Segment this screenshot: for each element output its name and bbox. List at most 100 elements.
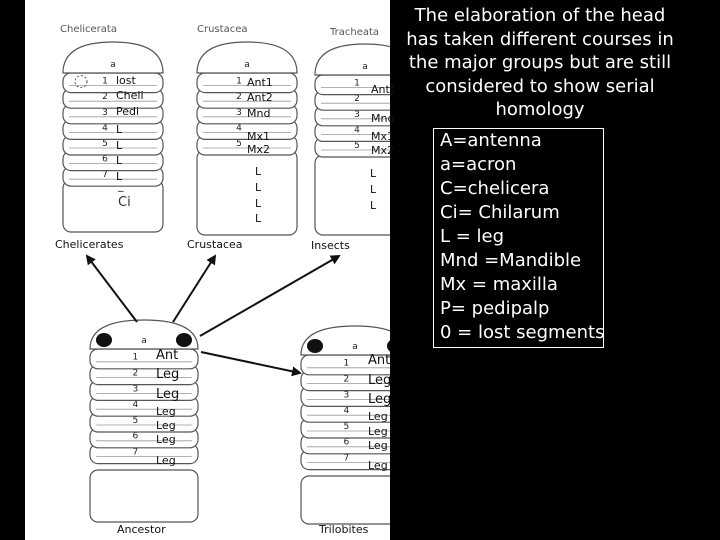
trilobites-label-leg: Leg (368, 458, 388, 474)
crustacea-label-leg: L (255, 180, 261, 196)
crustacea-tail (197, 150, 297, 235)
trilobites-label-leg: Leg (368, 438, 388, 454)
crustacea-segment-number: 3 (236, 108, 242, 118)
ancestor-segment-number: 4 (132, 400, 138, 410)
chelicerata-label-leg: L (116, 153, 122, 169)
tracheata-label-mx2: Mx2 (371, 143, 394, 159)
ancestor-label-leg: Leg (156, 387, 179, 403)
tracheata-label-leg: L (370, 182, 376, 198)
caption-ancestor: Ancestor (117, 523, 166, 536)
ancestor-tail (90, 470, 198, 522)
crustacea-label-mnd: Mnd (247, 106, 270, 122)
chelicerata-segment-number: 2 (102, 92, 108, 102)
ancestor-acron-label: a (141, 336, 147, 346)
ancestor-label-leg: Leg (156, 453, 176, 469)
trilobites-segment-number: 1 (343, 359, 349, 369)
legend-item: a=acron (440, 153, 603, 177)
ancestor-segment-number: 7 (132, 448, 138, 458)
crustacea-segment-number: 2 (236, 92, 242, 102)
trilobites-acron-label: a (352, 342, 358, 352)
trilobites-label-ant: Ant (368, 353, 390, 369)
trilobites-tail (301, 476, 390, 524)
chelicerata-segment-number: 7 (102, 170, 108, 180)
crustacea-label-ant2: Ant2 (247, 90, 273, 106)
chelicerata-label-leg: L (116, 122, 122, 138)
crustacea-label-leg: L (255, 164, 261, 180)
crustacea-label-mx2: Mx2 (247, 142, 270, 158)
ancestor-segment-number: 6 (132, 432, 138, 442)
trilobites-label-leg: Leg (368, 392, 391, 408)
chelicerata-label-lost: lost (116, 73, 136, 89)
legend-item: L = leg (440, 225, 603, 249)
tracheata-tail (315, 155, 390, 235)
crustacea-label-ant1: Ant1 (247, 75, 273, 91)
arrow-to-chelicerates (87, 256, 137, 322)
chelicerata-segment-number: 3 (102, 108, 108, 118)
chelicerata-label-chilarum: Ci (118, 195, 131, 211)
trilobites-segment-number: 6 (343, 438, 349, 448)
legend-item: 0 = lost segments (440, 321, 603, 345)
ancestor-segment-number: 3 (132, 384, 138, 394)
chelicerata-label-dash: _ (118, 178, 124, 194)
legend-item: C=chelicera (440, 177, 603, 201)
chelicerata-label-cheli: Cheli (116, 88, 144, 104)
notes-text: The elaboration of the head has taken di… (400, 4, 680, 122)
ancestor-eye (176, 333, 192, 347)
legend-item: Ci= Chilarum (440, 201, 603, 225)
ancestor-segment-number: 1 (132, 353, 138, 363)
ancestor-segment (90, 349, 198, 369)
chelicerata-segment-number: 6 (102, 155, 108, 165)
ancestor-organism: 7 6 5 4 3 2 1a (90, 320, 198, 522)
trilobites-segment-number: 7 (343, 454, 349, 464)
legend-box: A=antenna a=acron C=chelicera Ci= Chilar… (433, 128, 604, 348)
ancestor-label-ant: Ant (156, 348, 178, 364)
chelicerata-tail (63, 180, 163, 232)
crustacea-segment-number: 1 (236, 77, 242, 87)
caption-chelicerates: Chelicerates (55, 238, 123, 251)
chelicerata-label-leg: L (116, 138, 122, 154)
chelicerata-label-pedi: Pedi (116, 104, 139, 120)
trilobites-segment-number: 4 (343, 406, 349, 416)
tracheata-segment-number: 1 (354, 79, 360, 89)
chelicerata-acron-label: a (110, 60, 116, 70)
trilobites-segment-number: 3 (343, 390, 349, 400)
arrow-to-insects (200, 256, 339, 336)
trilobites-label-leg: Leg (368, 409, 388, 425)
caption-trilobites: Trilobites (319, 523, 368, 536)
trilobites-eye (307, 339, 323, 353)
legend-item: Mx = maxilla (440, 273, 603, 297)
trilobites-label-leg: Leg (368, 373, 391, 389)
crustacea-segment-number: 5 (236, 139, 242, 149)
ancestor-label-leg: Leg (156, 432, 176, 448)
ancestor-segment-number: 2 (132, 369, 138, 379)
tracheata-label-leg: L (370, 198, 376, 214)
ancestor-label-leg: Leg (156, 367, 179, 383)
arrow-to-trilobites (201, 352, 300, 373)
tracheata-label-mnd: Mnd (371, 111, 394, 127)
arrow-to-crustacea (173, 256, 215, 322)
tracheata-label-leg: L (370, 166, 376, 182)
chelicerata-segment-number: 5 (102, 139, 108, 149)
tracheata-label-ant1: Ant1 (371, 82, 397, 98)
trilobites-segment-number: 5 (343, 422, 349, 432)
caption-crustacea: Crustacea (187, 238, 243, 251)
ancestor-eye (96, 333, 112, 347)
tracheata-segment-number: 4 (354, 125, 360, 135)
tracheata-segment-number: 2 (354, 94, 360, 104)
chelicerata-segment-number: 1 (102, 77, 108, 87)
tracheata-segment-number: 5 (354, 141, 360, 151)
tracheata-segment-number: 3 (354, 110, 360, 120)
caption-insects: Insects (311, 239, 350, 252)
legend-item: P= pedipalp (440, 297, 603, 321)
ancestor-segment-number: 5 (132, 416, 138, 426)
tracheata-acron-label: a (362, 62, 368, 72)
crustacea-acron-label: a (244, 60, 250, 70)
crustacea-label-leg: L (255, 211, 261, 227)
title-tracheata: Tracheata (330, 27, 379, 38)
legend-item: Mnd =Mandible (440, 249, 603, 273)
crustacea-label-leg: L (255, 196, 261, 212)
legend-item: A=antenna (440, 129, 603, 153)
